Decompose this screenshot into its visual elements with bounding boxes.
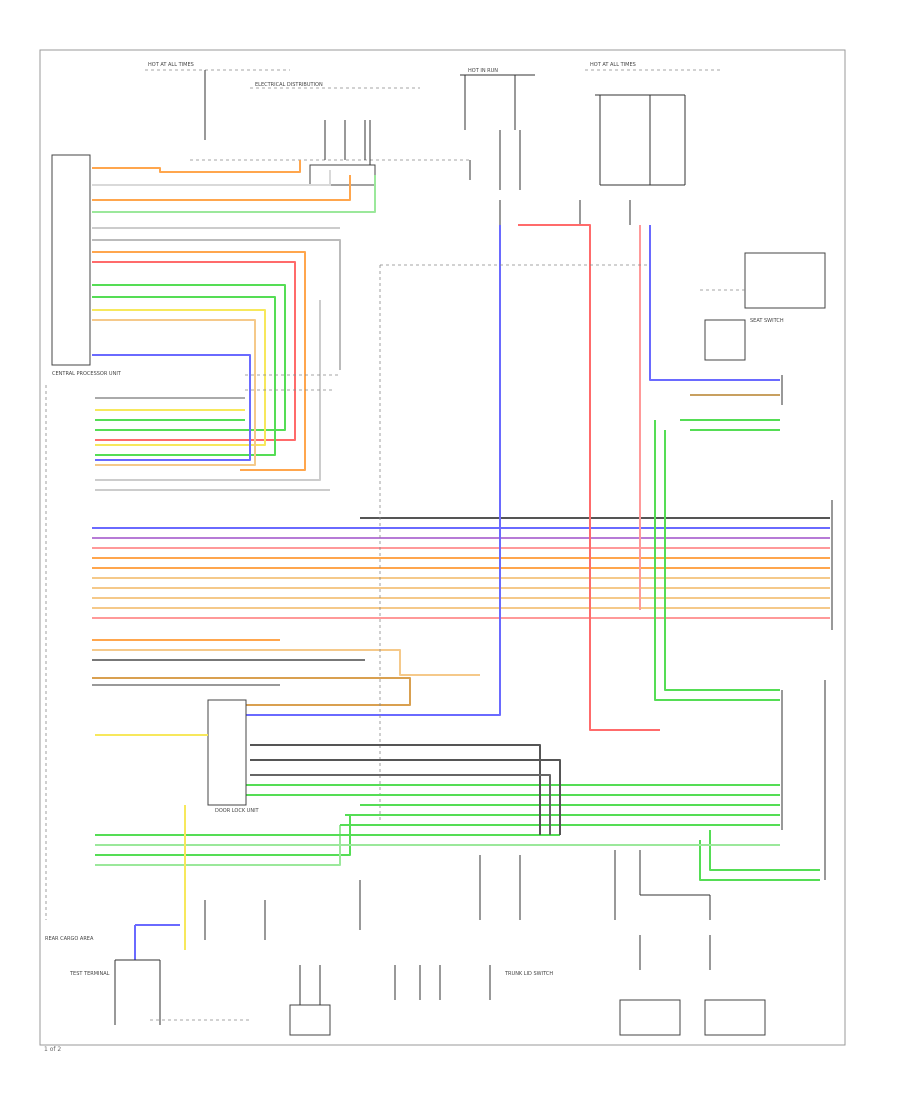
label-test-terminal: TEST TERMINAL	[69, 971, 110, 977]
blue-feed	[134, 924, 180, 960]
main-bus-wires	[92, 517, 830, 706]
right-edge-connector	[781, 375, 833, 880]
module-box-center	[207, 699, 247, 806]
label-trunk-lid: TRUNK LID SWITCH	[504, 971, 553, 977]
bottom-components	[114, 850, 766, 1036]
left-middle-harness	[95, 300, 340, 491]
right-power-feeds	[240, 224, 820, 881]
label-central-processor: CENTRAL PROCESSOR UNIT	[52, 371, 122, 377]
label-door-lock: DOOR LOCK UNIT	[215, 808, 260, 814]
lower-green-harness	[95, 744, 780, 866]
label-rear-cargo: REAR CARGO AREA	[45, 936, 94, 942]
seat-switch-box	[744, 252, 826, 309]
central-processor-box	[51, 154, 91, 366]
component-box-right-top	[704, 319, 746, 361]
page-footer: 1 of 2	[44, 1046, 62, 1053]
diagram-frame	[39, 49, 846, 1046]
label-seat-switch: SEAT SWITCH	[750, 318, 784, 324]
label-hot-2: HOT IN RUN	[468, 68, 498, 74]
label-hot-3: HOT AT ALL TIMES	[590, 62, 636, 68]
left-upper-harness	[92, 160, 376, 471]
label-distribution: ELECTRICAL DISTRIBUTION	[255, 82, 323, 88]
label-hot-1: HOT AT ALL TIMES	[148, 62, 194, 68]
yellow-feed	[95, 734, 208, 950]
power-distribution-area	[145, 69, 720, 225]
